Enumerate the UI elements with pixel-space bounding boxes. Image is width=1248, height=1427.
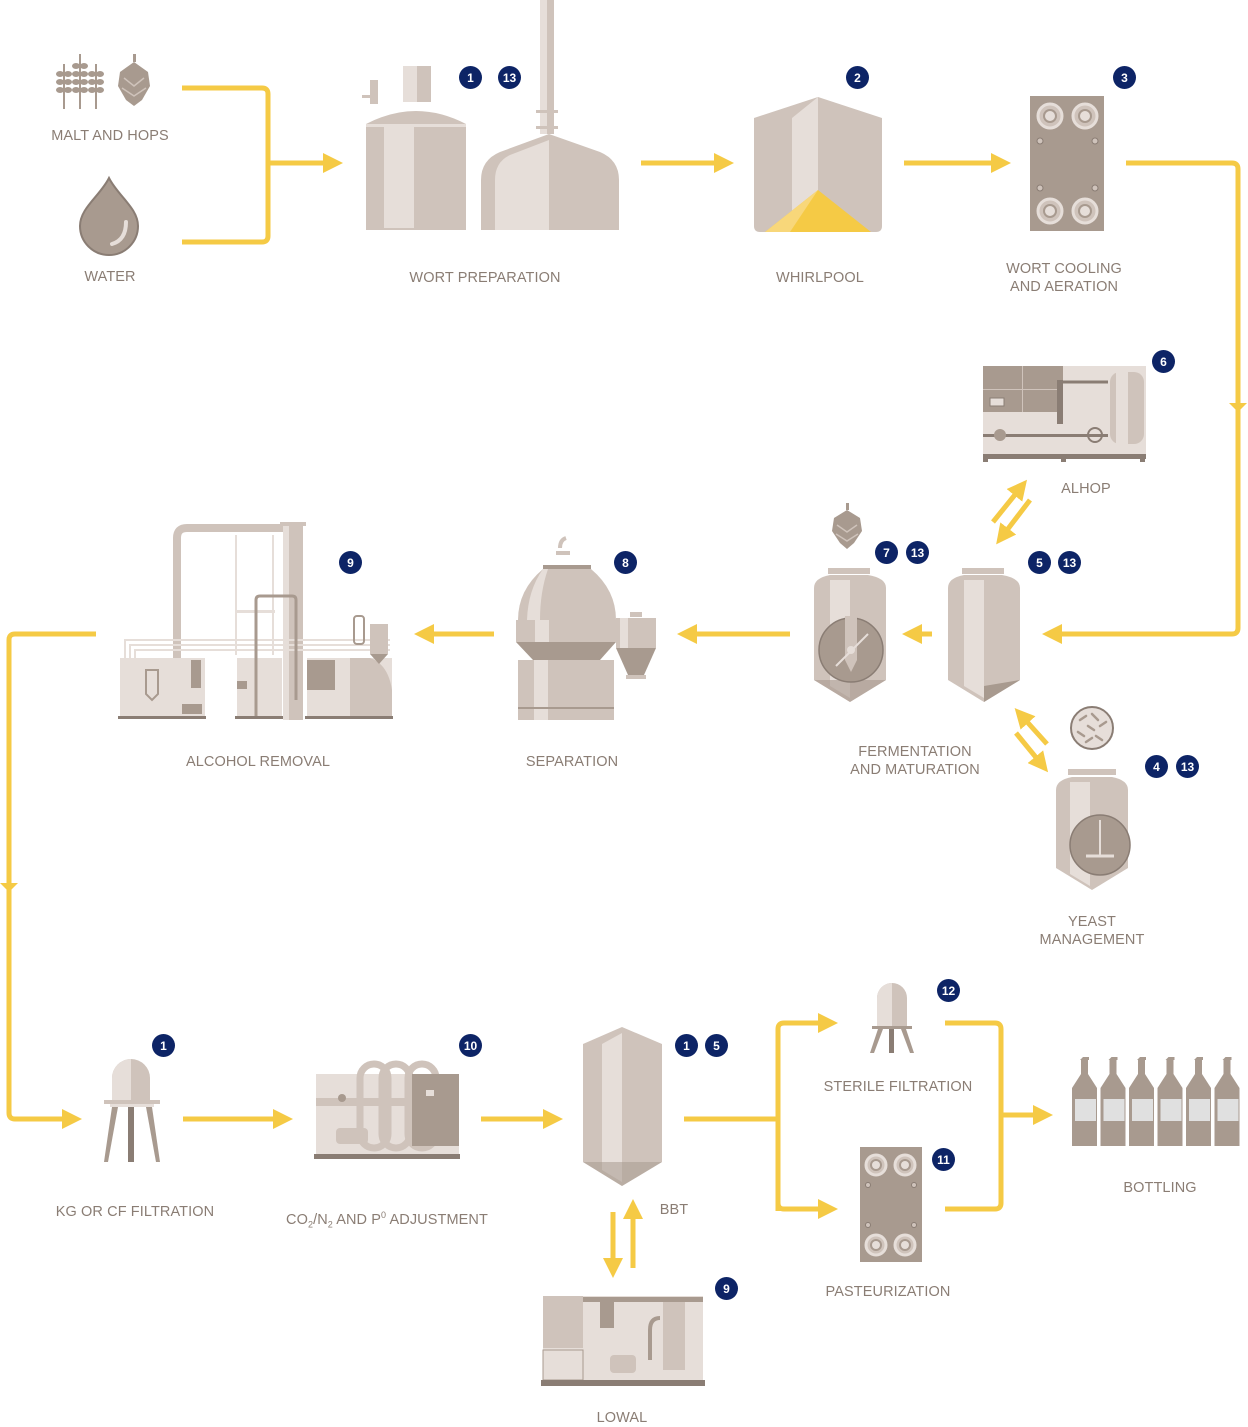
bottle-label <box>1160 1099 1182 1121</box>
alcohol-removal-plant-icon <box>118 522 393 720</box>
label-line: MANAGEMENT <box>1039 932 1145 948</box>
label-line: AND AERATION <box>1009 279 1119 295</box>
label-line: FERMENTATION <box>858 744 972 760</box>
step-badge: 10 <box>459 1034 482 1057</box>
brew-kettle-icon <box>481 0 619 230</box>
step-badge: 8 <box>614 551 637 574</box>
step-badge: 13 <box>498 66 521 89</box>
flow-alcohol-to-kg <box>6 631 96 1129</box>
flow-direction-marker <box>1229 403 1247 412</box>
bright-beer-tank-icon <box>583 1027 662 1186</box>
flow-yeast-up <box>1014 708 1049 746</box>
label-part: AND P <box>332 1211 382 1228</box>
label-alhop: ALHOP <box>1061 481 1111 497</box>
step-badge: 1 <box>459 66 482 89</box>
bottle-label <box>1217 1099 1239 1121</box>
flow-malt-to-merge <box>182 85 271 245</box>
bottle-label <box>1075 1099 1096 1121</box>
sterile-filter-icon <box>870 983 914 1053</box>
step-badge: 9 <box>339 551 362 574</box>
carbonation-unit-icon <box>314 1060 460 1159</box>
label-malt-and-hops: MALT AND HOPS <box>51 128 169 144</box>
alhop-skid-icon <box>983 366 1146 462</box>
flow-split-to-sterile <box>775 1013 838 1211</box>
label-line: YEAST <box>1067 914 1117 930</box>
flow-sterile-to-merge <box>945 1020 1004 1212</box>
mash-tun-icon <box>362 66 466 230</box>
separator-centrifuge-icon <box>516 536 656 720</box>
label-kg-or-cf-filtration: KG OR CF FILTRATION <box>55 1204 215 1220</box>
label-lowal: LOWAL <box>596 1410 648 1426</box>
yeast-tank-icon <box>1056 769 1131 890</box>
flow-yeast-down <box>1014 731 1049 773</box>
label-whirlpool: WHIRLPOOL <box>776 270 864 286</box>
flow-split-to-pasteur <box>775 1119 838 1219</box>
label-line: AND MATURATION <box>850 762 980 778</box>
bottle-label <box>1189 1099 1210 1121</box>
step-badge: 7 <box>875 541 898 564</box>
step-badge: 2 <box>846 66 869 89</box>
label-co2-adjustment: CO2/N2 AND P0 ADJUSTMENT <box>272 1206 502 1234</box>
label-part: /N <box>313 1211 328 1228</box>
hop-icon <box>118 54 150 106</box>
label-line: WORT COOLING <box>1006 261 1122 277</box>
wheat-icon <box>56 54 104 109</box>
label-wort-preparation: WORT PREPARATION <box>409 270 561 286</box>
step-badge: 6 <box>1152 350 1175 373</box>
label-superscript: 0 <box>381 1210 387 1220</box>
label-bbt: BBT <box>659 1202 689 1218</box>
bottle-label <box>1132 1099 1153 1121</box>
step-badge: 4 <box>1145 755 1168 778</box>
label-sterile-filtration: STERILE FILTRATION <box>823 1079 973 1095</box>
plate-heat-exchanger-icon <box>1030 96 1104 231</box>
step-badge: 13 <box>1058 551 1081 574</box>
step-badge: 12 <box>937 979 960 1002</box>
label-water: WATER <box>84 269 136 285</box>
label-fermentation: FERMENTATION AND MATURATION <box>830 743 1000 779</box>
fermentation-tank-icon <box>948 568 1020 702</box>
water-drop-icon <box>78 175 140 256</box>
flow-lines <box>6 85 1241 1278</box>
whirlpool-tank-icon <box>754 97 882 232</box>
bottle-label <box>1103 1099 1125 1121</box>
candle-filter-icon <box>104 1059 160 1162</box>
step-badge: 9 <box>715 1277 738 1300</box>
label-yeast-management: YEAST MANAGEMENT <box>1022 913 1162 949</box>
step-badge: 11 <box>932 1148 955 1171</box>
label-bottling: BOTTLING <box>1123 1180 1197 1196</box>
lowal-unit-icon <box>541 1296 705 1386</box>
step-badge: 1 <box>675 1034 698 1057</box>
label-alcohol-removal: ALCOHOL REMOVAL <box>185 754 331 770</box>
step-badge: 3 <box>1113 66 1136 89</box>
step-badge: 13 <box>906 541 929 564</box>
label-subscript: 2 <box>327 1219 333 1230</box>
step-badge: 1 <box>152 1034 175 1057</box>
step-badge: 5 <box>1028 551 1051 574</box>
label-subscript: 2 <box>307 1219 314 1230</box>
label-part: ADJUSTMENT <box>386 1211 488 1228</box>
fermentation-tank-with-window-icon <box>814 568 886 702</box>
label-part: CO <box>286 1211 308 1228</box>
hop-icon <box>832 503 862 549</box>
label-pasteurization: PASTEURIZATION <box>825 1284 951 1300</box>
flow-direction-marker <box>0 883 18 892</box>
flow-alhop-in <box>996 498 1032 545</box>
step-badge: 13 <box>1176 755 1199 778</box>
yeast-cells-icon <box>1070 706 1114 750</box>
label-separation: SEPARATION <box>525 754 619 770</box>
flow-alhop-out <box>991 479 1028 524</box>
label-wort-cooling: WORT COOLING AND AERATION <box>994 260 1134 296</box>
flow-cooling-to-fermentation <box>1042 160 1241 644</box>
step-badge: 5 <box>705 1034 728 1057</box>
bottles-icon <box>1072 1057 1240 1146</box>
pasteurizer-heat-exchanger-icon <box>860 1147 922 1262</box>
